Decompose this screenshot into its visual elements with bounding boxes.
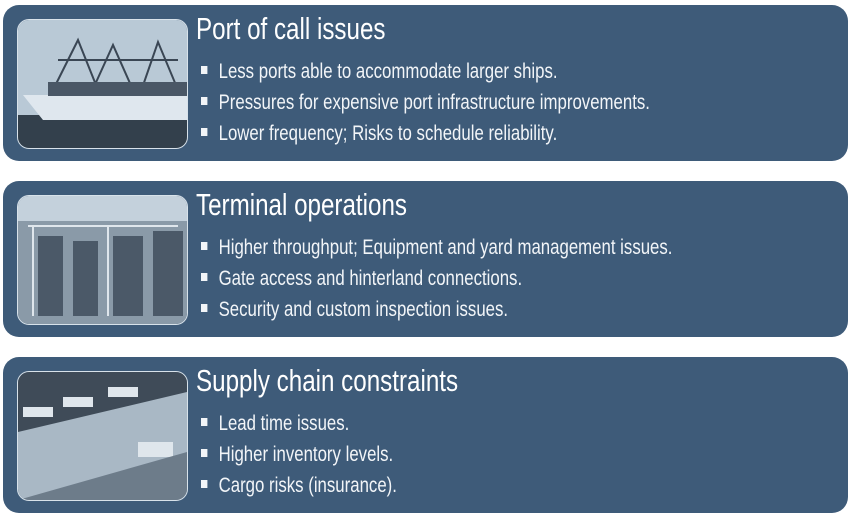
section-title: Supply chain constraints (196, 363, 459, 398)
bullet-item: Higher throughput; Equipment and yard ma… (201, 236, 673, 267)
section-title: Terminal operations (196, 187, 408, 222)
terminal-yard-image (17, 195, 188, 325)
bullet-item: Cargo risks (insurance). (201, 474, 397, 505)
bullet-item: Pressures for expensive port infrastruct… (201, 91, 650, 122)
bullet-list: Less ports able to accommodate larger sh… (201, 60, 762, 153)
bullet-list: Higher throughput; Equipment and yard ma… (201, 236, 790, 329)
section-terminal-operations: Terminal operations Higher throughput; E… (3, 181, 848, 337)
bullet-item: Gate access and hinterland connections. (201, 267, 672, 298)
bullet-item: Security and custom inspection issues. (201, 298, 672, 329)
bullet-item: Lower frequency; Risks to schedule relia… (201, 122, 650, 153)
section-title: Port of call issues (196, 11, 386, 46)
bullet-item: Less ports able to accommodate larger sh… (201, 60, 650, 91)
bullet-list: Lead time issues. Higher inventory level… (201, 412, 446, 505)
section-port-of-call: Port of call issues Less ports able to a… (3, 5, 848, 161)
section-supply-chain: Supply chain constraints Lead time issue… (3, 357, 848, 513)
container-ship-image (17, 19, 188, 149)
bullet-item: Lead time issues. (201, 412, 397, 443)
trains-truck-image (17, 371, 188, 501)
bullet-item: Higher inventory levels. (201, 443, 397, 474)
